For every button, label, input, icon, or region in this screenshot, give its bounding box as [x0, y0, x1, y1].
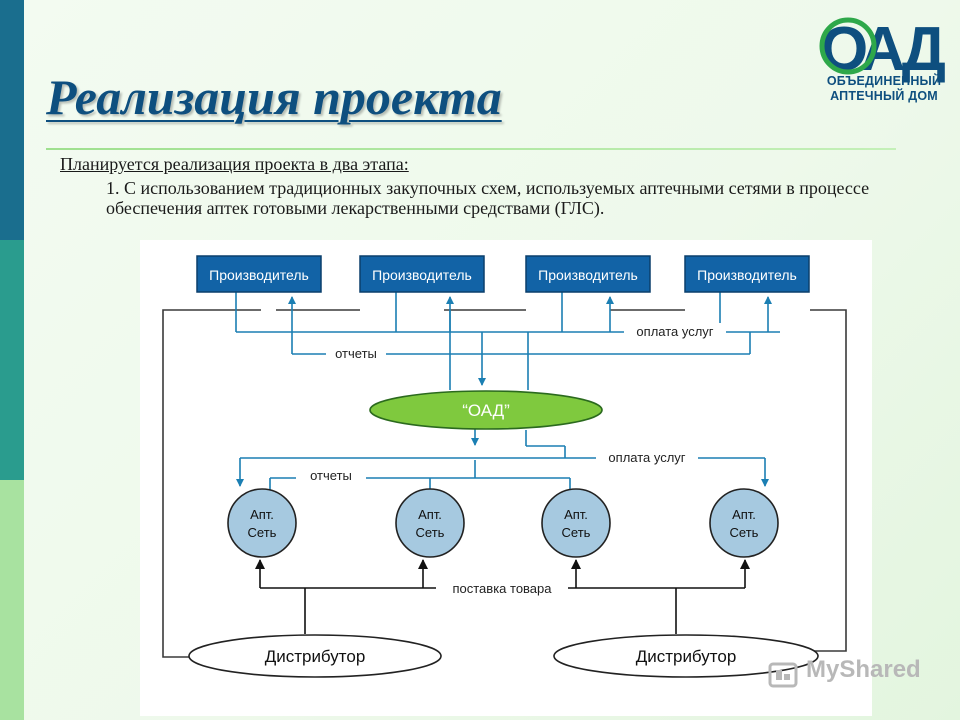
label-delivery: поставка товара	[452, 581, 552, 596]
producer-box-3	[525, 255, 651, 293]
producer-box-1	[196, 255, 322, 293]
title-divider	[46, 148, 896, 150]
network-label-4-line2: Сеть	[730, 525, 759, 540]
label-bg-payment-mid	[596, 449, 698, 465]
delivery-lines	[255, 559, 750, 634]
scheme-diagram: Производитель Производитель Производител…	[162, 255, 847, 678]
network-label-3-line1: Апт.	[564, 507, 588, 522]
producer-row: Производитель Производитель Производител…	[196, 255, 810, 293]
top-flow-lines	[235, 292, 780, 390]
distributor-label-2: Дистрибутор	[636, 647, 737, 666]
network-label-1-line2: Сеть	[248, 525, 277, 540]
network-node-4	[709, 488, 779, 558]
label-bg-delivery	[436, 580, 568, 596]
hub-label: “ОАД”	[462, 401, 510, 420]
side-bar-middle	[0, 240, 24, 480]
producer-box-4	[684, 255, 810, 293]
side-bar-bottom	[0, 480, 24, 720]
distributor-label-1: Дистрибутор	[265, 647, 366, 666]
network-node-2	[395, 488, 465, 558]
producer-label-2: Производитель	[372, 267, 472, 283]
frame-lines	[162, 309, 847, 658]
watermark-icon	[768, 662, 798, 688]
company-logo: ОАД	[819, 15, 948, 84]
network-label-2-line2: Сеть	[416, 525, 445, 540]
producer-label-4: Производитель	[697, 267, 797, 283]
side-bar-top	[0, 0, 24, 240]
network-label-2-line1: Апт.	[418, 507, 442, 522]
producer-box-2	[359, 255, 485, 293]
distributor-node-1	[188, 634, 442, 678]
producer-label-3: Производитель	[538, 267, 638, 283]
label-payment-top: оплата услуг	[636, 324, 713, 339]
logo-caption-line1: ОБЪЕДИНЕННЫЙ	[826, 74, 942, 88]
network-node-1	[227, 488, 297, 558]
slide-title: Реализация проекта	[46, 69, 502, 125]
label-bg-reports-top	[326, 345, 386, 361]
label-reports-top: отчеты	[335, 346, 377, 361]
label-reports-mid: отчеты	[310, 468, 352, 483]
logo-caption-line2: АПТЕЧНЫЙ ДОМ	[830, 89, 938, 103]
distributor-node-2	[553, 634, 819, 678]
hub-oad	[369, 390, 603, 430]
logo-ring	[819, 17, 877, 75]
stage-one-text: 1. С использованием традиционных закупоч…	[106, 178, 870, 218]
watermark-text: MyShared	[806, 656, 921, 683]
network-label-3-line2: Сеть	[562, 525, 591, 540]
label-bg-payment-top	[624, 323, 726, 339]
network-node-3	[541, 488, 611, 558]
network-label-1-line1: Апт.	[250, 507, 274, 522]
producer-label-1: Производитель	[209, 267, 309, 283]
network-row: Апт. Сеть Апт. Сеть Апт. Сеть Апт. Сеть	[227, 488, 779, 558]
label-bg-reports-mid	[296, 468, 366, 484]
lead-text: Планируется реализация проекта в два эта…	[60, 154, 409, 174]
label-payment-mid: оплата услуг	[608, 450, 685, 465]
network-label-4-line1: Апт.	[732, 507, 756, 522]
